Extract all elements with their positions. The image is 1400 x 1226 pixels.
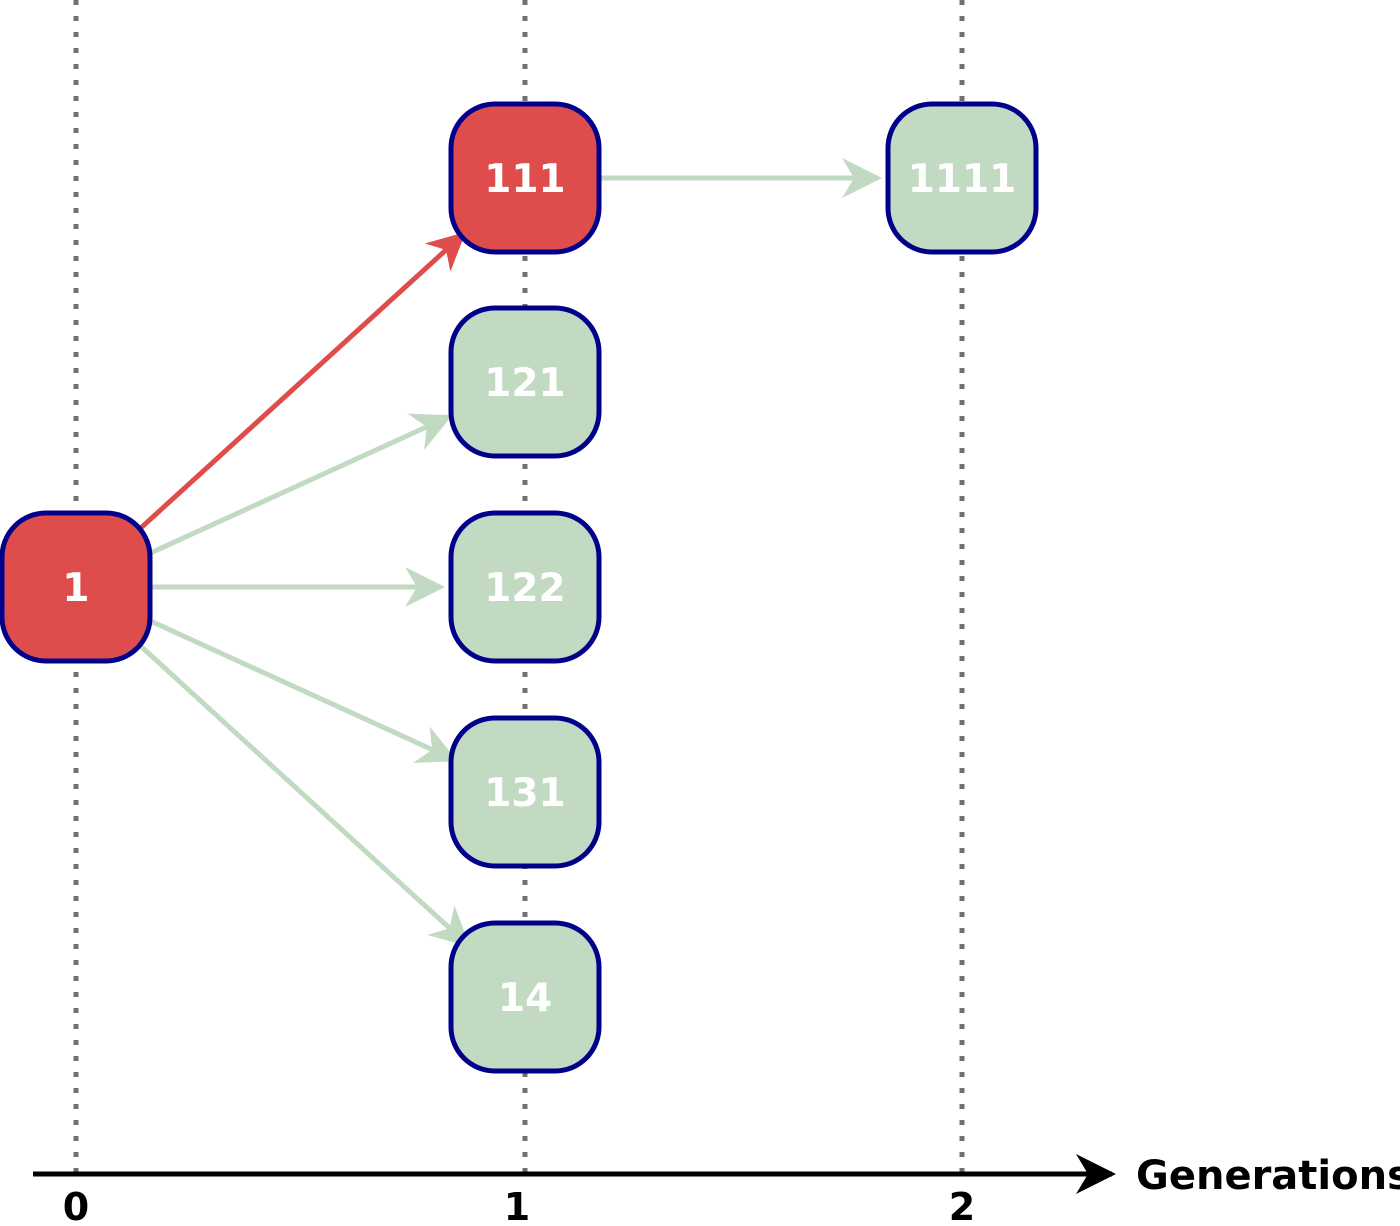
edge-n1-to-n14 xyxy=(130,636,471,948)
node-box xyxy=(448,101,602,255)
node-131[interactable]: 131 xyxy=(448,715,602,869)
node-label: 122 xyxy=(484,566,565,611)
node-label: 131 xyxy=(484,771,565,816)
edge-layer xyxy=(130,158,882,948)
axis-tick-label: 0 xyxy=(63,1185,89,1222)
node-box xyxy=(448,715,602,869)
node-14[interactable]: 14 xyxy=(448,920,602,1074)
edge-n1-to-n131 xyxy=(144,616,458,763)
edge-n1-to-n121 xyxy=(144,413,453,558)
node-box xyxy=(0,510,153,664)
node-122[interactable]: 122 xyxy=(448,510,602,664)
node-box xyxy=(448,920,602,1074)
node-label: 1 xyxy=(62,566,89,611)
node-label: 1111 xyxy=(908,157,1017,202)
node-121[interactable]: 121 xyxy=(448,305,602,459)
node-label: 111 xyxy=(484,157,565,202)
generations-axis: Generations 0 1 2 xyxy=(33,1153,1400,1226)
node-111[interactable]: 111 xyxy=(448,101,602,255)
node-1[interactable]: 1 xyxy=(0,510,153,664)
axis-tick-label: 2 xyxy=(949,1185,975,1222)
node-label: 14 xyxy=(498,976,552,1021)
node-1111[interactable]: 1111 xyxy=(885,101,1039,255)
axis-title: Generations xyxy=(1136,1153,1400,1199)
node-box xyxy=(448,305,602,459)
node-label: 121 xyxy=(484,361,565,406)
node-box xyxy=(448,510,602,664)
node-box xyxy=(885,101,1039,255)
axis-tick-labels: 0 1 2 xyxy=(63,1185,975,1226)
edge-n1-to-n111 xyxy=(130,232,466,538)
axis-tick-label: 1 xyxy=(504,1185,530,1222)
